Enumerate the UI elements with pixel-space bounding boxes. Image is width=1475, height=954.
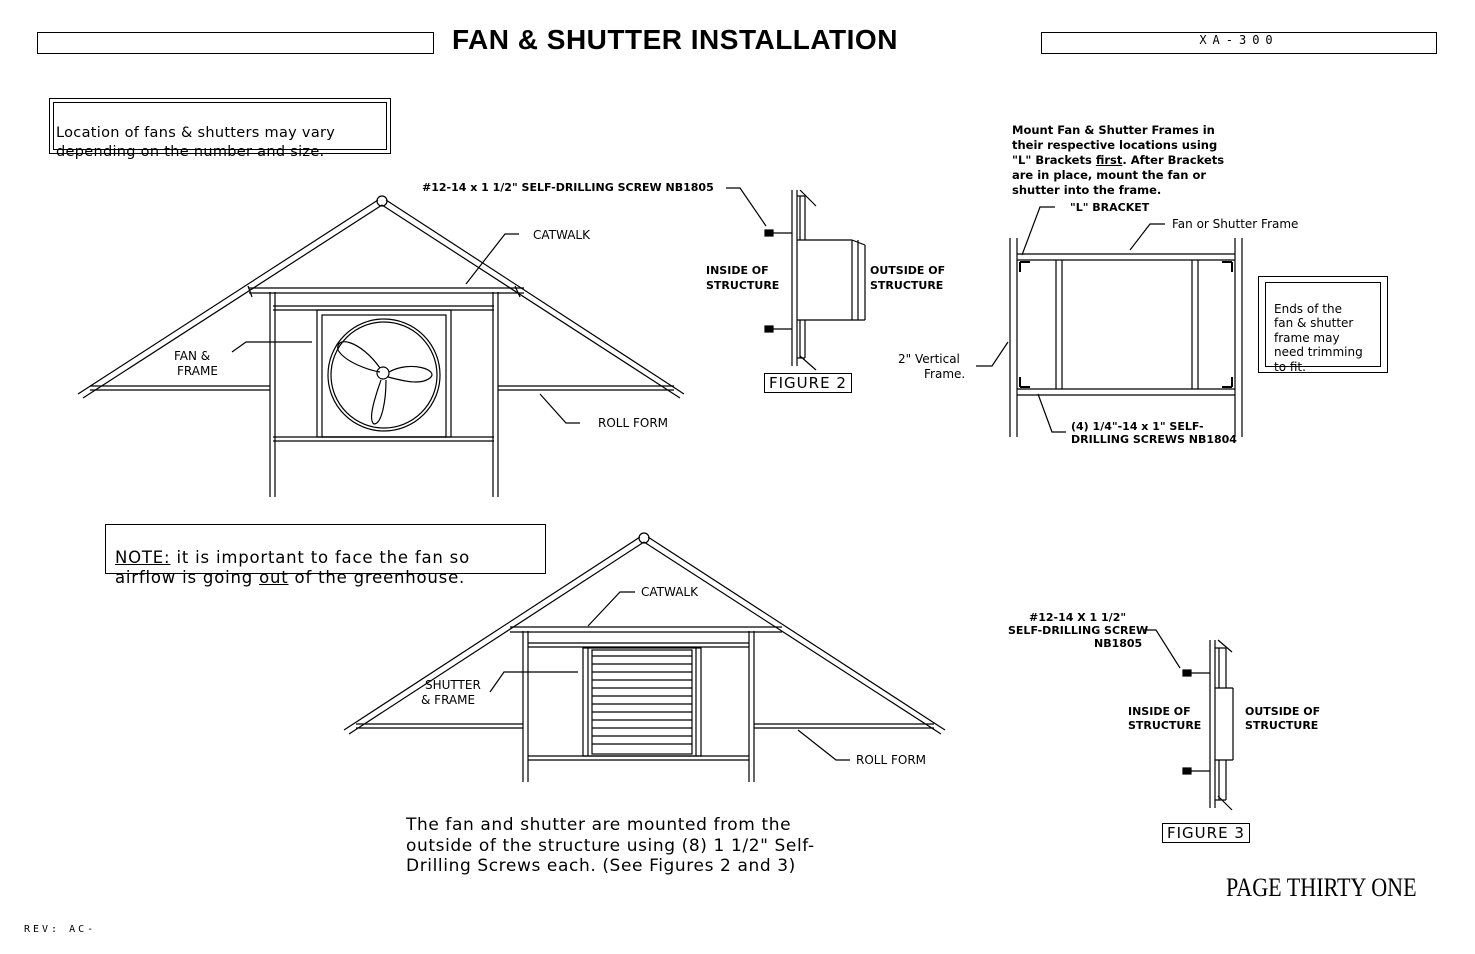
- important-note-line2-end: of the greenhouse.: [288, 568, 466, 587]
- outside-structure-3-label-1: OUTSIDE OF: [1245, 705, 1321, 718]
- inside-structure-3-label-2: STRUCTURE: [1128, 719, 1202, 732]
- ends-line4: need trimming: [1274, 345, 1363, 359]
- figure-3-drawing: [1182, 639, 1234, 811]
- frame-detail-drawing: [1009, 238, 1243, 437]
- mount-line2: their respective locations using: [1012, 138, 1218, 152]
- important-note-box: [105, 524, 546, 574]
- vertical-frame-label-2: Frame.: [924, 367, 966, 381]
- figure-3-label: FIGURE 3: [1162, 823, 1250, 843]
- mount-line3-start: "L" Brackets: [1012, 153, 1096, 167]
- ends-line5: to fit.: [1274, 359, 1306, 374]
- mounting-instructions: The fan and shutter are mounted from the…: [406, 815, 815, 877]
- mount-line3-end: . After Brackets: [1122, 153, 1225, 167]
- ends-line2: fan & shutter: [1274, 316, 1354, 330]
- screw-shutter-label-3: NB1805: [1094, 637, 1143, 650]
- header-left-box: [37, 32, 434, 54]
- location-note-text: Location of fans & shutters may vary dep…: [56, 105, 335, 162]
- screw-shutter-label-2: SELF-DRILLING SCREW: [1008, 624, 1149, 637]
- leader-lines: [231, 187, 1181, 761]
- inside-structure-3-label-1: INSIDE OF: [1128, 705, 1191, 718]
- ends-line1: Ends of the: [1274, 301, 1342, 316]
- screw-shutter-label-1: #12-14 X 1 1/2": [1029, 611, 1127, 624]
- ends-line3: frame may: [1274, 330, 1340, 345]
- ends-trim-note-inner: [1265, 282, 1381, 367]
- bottom-line2: outside of the structure using (8) 1 1/2…: [406, 835, 815, 856]
- shutter-frame-label-1: SHUTTER: [425, 678, 481, 692]
- document-number: XA-300: [1199, 33, 1279, 47]
- screws-frame-label-1: (4) 1/4"-14 x 1" SELF-: [1071, 420, 1204, 433]
- ends-trim-note-text: Ends of the fan & shutter frame may need…: [1274, 287, 1363, 374]
- vertical-frame-label-1: 2" Vertical: [898, 352, 960, 366]
- bottom-line1: The fan and shutter are mounted from the: [406, 815, 792, 835]
- roll-form-top-label: ROLL FORM: [598, 416, 669, 430]
- outside-structure-label-1: OUTSIDE OF: [870, 264, 946, 277]
- bottom-line3: Drilling Screws each. (See Figures 2 and…: [406, 856, 796, 876]
- mount-line5: shutter into the frame.: [1012, 183, 1162, 197]
- figure-2-drawing: [764, 189, 866, 371]
- important-note-line1: it is important to face the fan so: [170, 547, 470, 567]
- fan-frame-label-2: FRAME: [177, 364, 218, 378]
- mount-line1: Mount Fan & Shutter Frames in: [1012, 123, 1215, 137]
- shutter-frame-label-2: & FRAME: [421, 693, 476, 707]
- shutter-gable-drawing: [343, 532, 946, 782]
- catwalk-top-label: CATWALK: [533, 228, 590, 242]
- location-note-box: [49, 98, 391, 154]
- inside-structure-label-1: INSIDE OF: [706, 264, 769, 277]
- important-note-emph: out: [259, 568, 289, 587]
- important-note-prefix: NOTE:: [115, 547, 171, 567]
- roll-form-bottom-label: ROLL FORM: [856, 753, 927, 767]
- revision-label: REV: AC-: [24, 924, 97, 935]
- important-note-text: NOTE: it is important to face the fan so…: [115, 527, 470, 589]
- outside-structure-label-2: STRUCTURE: [870, 279, 944, 292]
- mount-line4: are in place, mount the fan or: [1012, 168, 1207, 182]
- location-note-line1: Location of fans & shutters may vary: [56, 125, 336, 141]
- header-right-box: [1041, 32, 1437, 54]
- location-note-inner: [53, 102, 387, 150]
- l-bracket-label: "L" BRACKET: [1070, 201, 1150, 214]
- fan-gable-drawing: [77, 195, 685, 497]
- location-note-line2: depending on the number and size.: [56, 144, 325, 160]
- page-number: PAGE THIRTY ONE: [1226, 873, 1417, 902]
- catwalk-bottom-label: CATWALK: [641, 585, 698, 599]
- ends-trim-note-box: [1258, 276, 1388, 373]
- screws-frame-label-2: DRILLING SCREWS NB1804: [1071, 433, 1237, 446]
- mount-line3-emph: first: [1095, 153, 1123, 167]
- screw-fan-label: #12-14 x 1 1/2" SELF-DRILLING SCREW NB18…: [422, 181, 714, 194]
- important-note-line2-start: airflow is going: [115, 568, 260, 587]
- fan-shutter-frame-label: Fan or Shutter Frame: [1172, 217, 1299, 231]
- outside-structure-3-label-2: STRUCTURE: [1245, 719, 1319, 732]
- figure-2-label: FIGURE 2: [764, 373, 852, 393]
- inside-structure-label-2: STRUCTURE: [706, 279, 780, 292]
- page-title: FAN & SHUTTER INSTALLATION: [452, 24, 898, 55]
- fan-frame-label-1: FAN &: [174, 349, 211, 363]
- mount-frames-note: Mount Fan & Shutter Frames in their resp…: [1012, 108, 1224, 198]
